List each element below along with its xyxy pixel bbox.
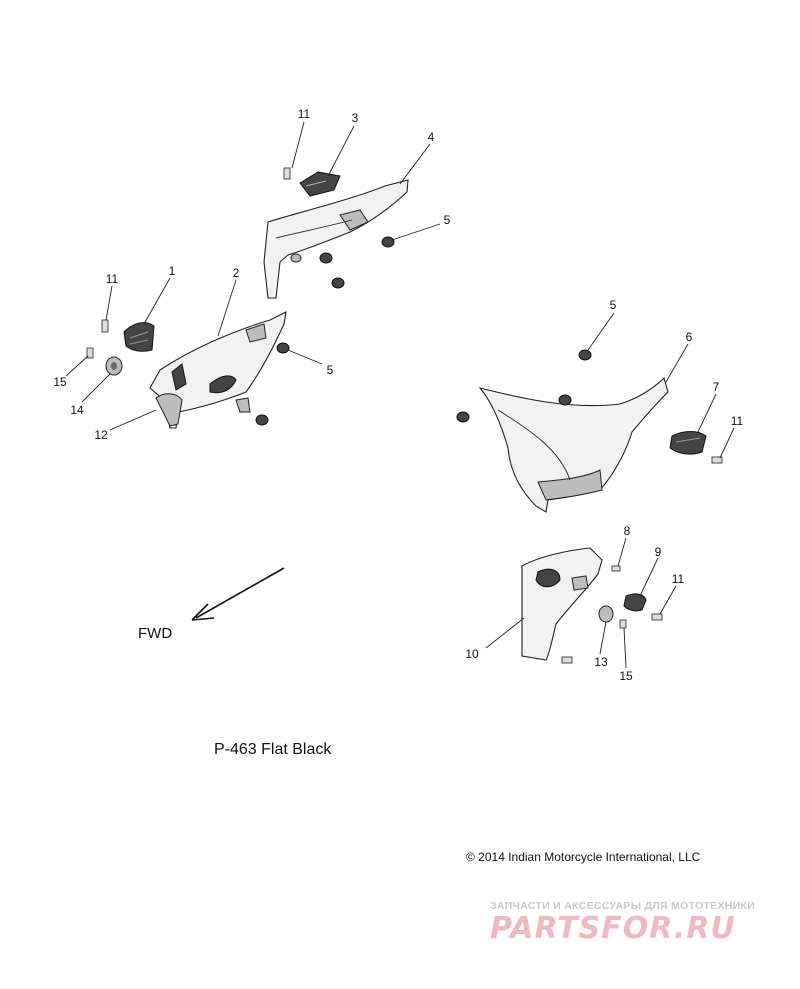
callout-1: 1 <box>169 264 176 278</box>
fastener-screw-15b <box>619 619 627 629</box>
callout-2: 2 <box>233 266 240 280</box>
fastener-grommet-5b <box>255 342 290 426</box>
callout-8: 8 <box>624 524 631 538</box>
callout-7: 7 <box>713 380 720 394</box>
callout-12: 12 <box>94 428 108 442</box>
part-3-vent-trim <box>299 171 341 197</box>
fastener-screw-11b <box>101 319 109 333</box>
part-1-vent-trim-left <box>123 322 155 352</box>
callout-5: 5 <box>327 363 334 377</box>
callout-11: 11 <box>731 414 744 428</box>
callout-11: 11 <box>298 107 311 121</box>
part-number-caption: P-463 Flat Black <box>214 741 332 758</box>
fastener-screw-lower-cover <box>561 656 573 664</box>
fastener-grommet-5c <box>456 349 592 423</box>
fastener-grommet-5a <box>290 236 395 289</box>
leader-lines <box>65 121 735 669</box>
watermark-tagline: ЗАПЧАСТИ И АКСЕССУАРЫ ДЛЯ МОТОТЕХНИКИ <box>490 900 755 912</box>
forward-direction-arrow <box>191 567 285 621</box>
part-10-lower-cover <box>521 547 603 661</box>
callout-3: 3 <box>352 111 359 125</box>
callout-14: 14 <box>70 403 84 417</box>
callout-13: 13 <box>594 655 608 669</box>
fastener-screw-11d <box>651 613 663 621</box>
callout-11: 11 <box>672 572 685 586</box>
callout-15: 15 <box>619 669 633 683</box>
callout-15: 15 <box>53 375 67 389</box>
fwd-label: FWD <box>138 625 172 642</box>
part-12-inner-bracket <box>155 393 183 427</box>
part-6-side-cover-right <box>478 376 669 513</box>
callout-6: 6 <box>686 330 693 344</box>
part-13-knob-lower <box>598 605 614 623</box>
copyright-notice: © 2014 Indian Motorcycle International, … <box>466 850 701 864</box>
fastener-screw-15a <box>86 347 94 359</box>
part-2-side-cover-left <box>149 311 287 429</box>
callout-4: 4 <box>428 130 435 144</box>
part-9-vent-trim-lower <box>623 593 647 612</box>
part-4-upper-cover <box>263 179 409 299</box>
callout-9: 9 <box>655 545 662 559</box>
fastener-screw-8 <box>611 565 621 572</box>
watermark-logo: PARTSFOR.RU <box>490 911 736 946</box>
fastener-screw-11a <box>283 167 291 180</box>
callouts: 11 3 4 5 1 2 11 15 14 12 5 5 6 7 11 8 9 … <box>53 107 743 683</box>
callout-5: 5 <box>444 213 451 227</box>
callout-5: 5 <box>610 298 617 312</box>
fastener-screw-11c <box>711 456 723 464</box>
callout-10: 10 <box>465 647 479 661</box>
part-7-vent-trim-right <box>669 431 707 455</box>
callout-11: 11 <box>106 272 119 286</box>
part-14-knob <box>105 356 123 376</box>
